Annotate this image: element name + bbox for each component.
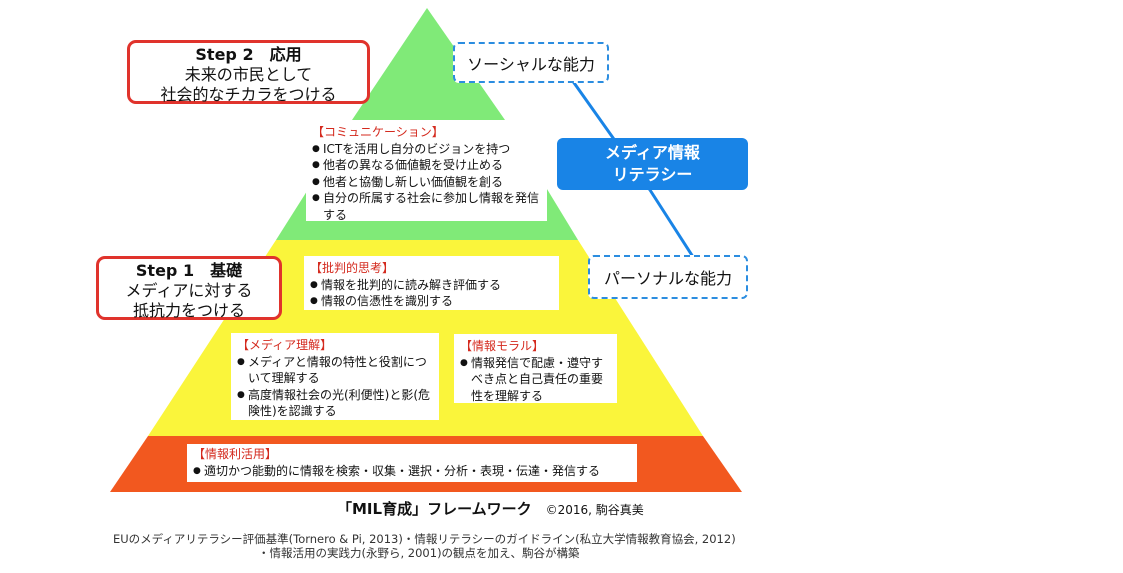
personal-ability-box: パーソナルな能力 bbox=[588, 255, 748, 299]
communication-item: 他者と協働し新しい価値観を創る bbox=[312, 174, 541, 191]
media-understanding-heading: 【メディア理解】 bbox=[237, 338, 333, 352]
media-understanding-item: 高度情報社会の光(利便性)と影(危険性)を認識する bbox=[237, 387, 433, 420]
communication-heading: 【コミュニケーション】 bbox=[312, 125, 444, 139]
pyramid-top-green-tier bbox=[352, 8, 505, 120]
critical-thinking-item: 情報を批判的に読み解き評価する bbox=[310, 277, 553, 294]
info-morals-item: 情報発信で配慮・遵守すべき点と自己責任の重要性を理解する bbox=[460, 355, 611, 405]
step2-title: Step 2 応用 bbox=[195, 45, 302, 64]
step2-line2: 社会的なチカラをつける bbox=[160, 85, 337, 104]
info-morals-heading: 【情報モラル】 bbox=[460, 339, 545, 353]
info-utilization-heading: 【情報利活用】 bbox=[193, 447, 278, 461]
footnote-2: ・情報活用の実践力(永野ら, 2001)の観点を加え、駒谷が構築 bbox=[258, 546, 580, 560]
critical-thinking-box: 【批判的思考】 情報を批判的に読み解き評価する 情報の信憑性を識別する bbox=[304, 256, 559, 310]
info-utilization-box: 【情報利活用】 適切かつ能動的に情報を検索・収集・選択・分析・表現・伝達・発信す… bbox=[187, 444, 637, 482]
step2-line1: 未来の市民として bbox=[184, 65, 313, 84]
media-literacy-box: メディア情報 リテラシー bbox=[557, 138, 748, 190]
social-ability-box: ソーシャルな能力 bbox=[453, 42, 609, 83]
communication-box: 【コミュニケーション】 ICTを活用し自分のビジョンを持つ 他者の異なる価値観を… bbox=[306, 120, 547, 223]
personal-ability-label: パーソナルな能力 bbox=[603, 269, 732, 288]
step2-box: Step 2 応用 未来の市民として 社会的なチカラをつける bbox=[127, 40, 370, 104]
connector-line-lower bbox=[648, 189, 697, 261]
step1-title: Step 1 基礎 bbox=[135, 261, 243, 280]
step1-line2: 抵抗力をつける bbox=[132, 301, 245, 320]
communication-item: 自分の所属する社会に参加し情報を発信する bbox=[312, 190, 541, 223]
framework-title: 「MIL育成」フレームワーク bbox=[337, 500, 532, 518]
step1-line1: メディアに対する bbox=[125, 281, 253, 300]
critical-thinking-item: 情報の信憑性を識別する bbox=[310, 293, 553, 310]
step1-box: Step 1 基礎 メディアに対する 抵抗力をつける bbox=[96, 256, 282, 320]
media-understanding-item: メディアと情報の特性と役割について理解する bbox=[237, 354, 433, 387]
info-utilization-item: 適切かつ能動的に情報を検索・収集・選択・分析・表現・伝達・発信する bbox=[193, 463, 631, 480]
media-literacy-line1: メディア情報 bbox=[605, 143, 700, 162]
media-understanding-box: 【メディア理解】 メディアと情報の特性と役割について理解する 高度情報社会の光(… bbox=[231, 333, 439, 420]
communication-item: 他者の異なる価値観を受け止める bbox=[312, 157, 541, 174]
framework-title-row: 「MIL育成」フレームワーク ©2016, 駒谷真美 bbox=[337, 498, 644, 519]
social-ability-label: ソーシャルな能力 bbox=[467, 54, 595, 74]
info-morals-box: 【情報モラル】 情報発信で配慮・遵守すべき点と自己責任の重要性を理解する bbox=[454, 334, 617, 403]
communication-item: ICTを活用し自分のビジョンを持つ bbox=[312, 141, 541, 158]
media-literacy-line2: リテラシー bbox=[612, 165, 693, 184]
copyright: ©2016, 駒谷真美 bbox=[545, 503, 644, 517]
footnote-1: EUのメディアリテラシー評価基準(Tornero & Pi, 2013)・情報リ… bbox=[113, 532, 736, 546]
critical-thinking-heading: 【批判的思考】 bbox=[310, 261, 395, 275]
